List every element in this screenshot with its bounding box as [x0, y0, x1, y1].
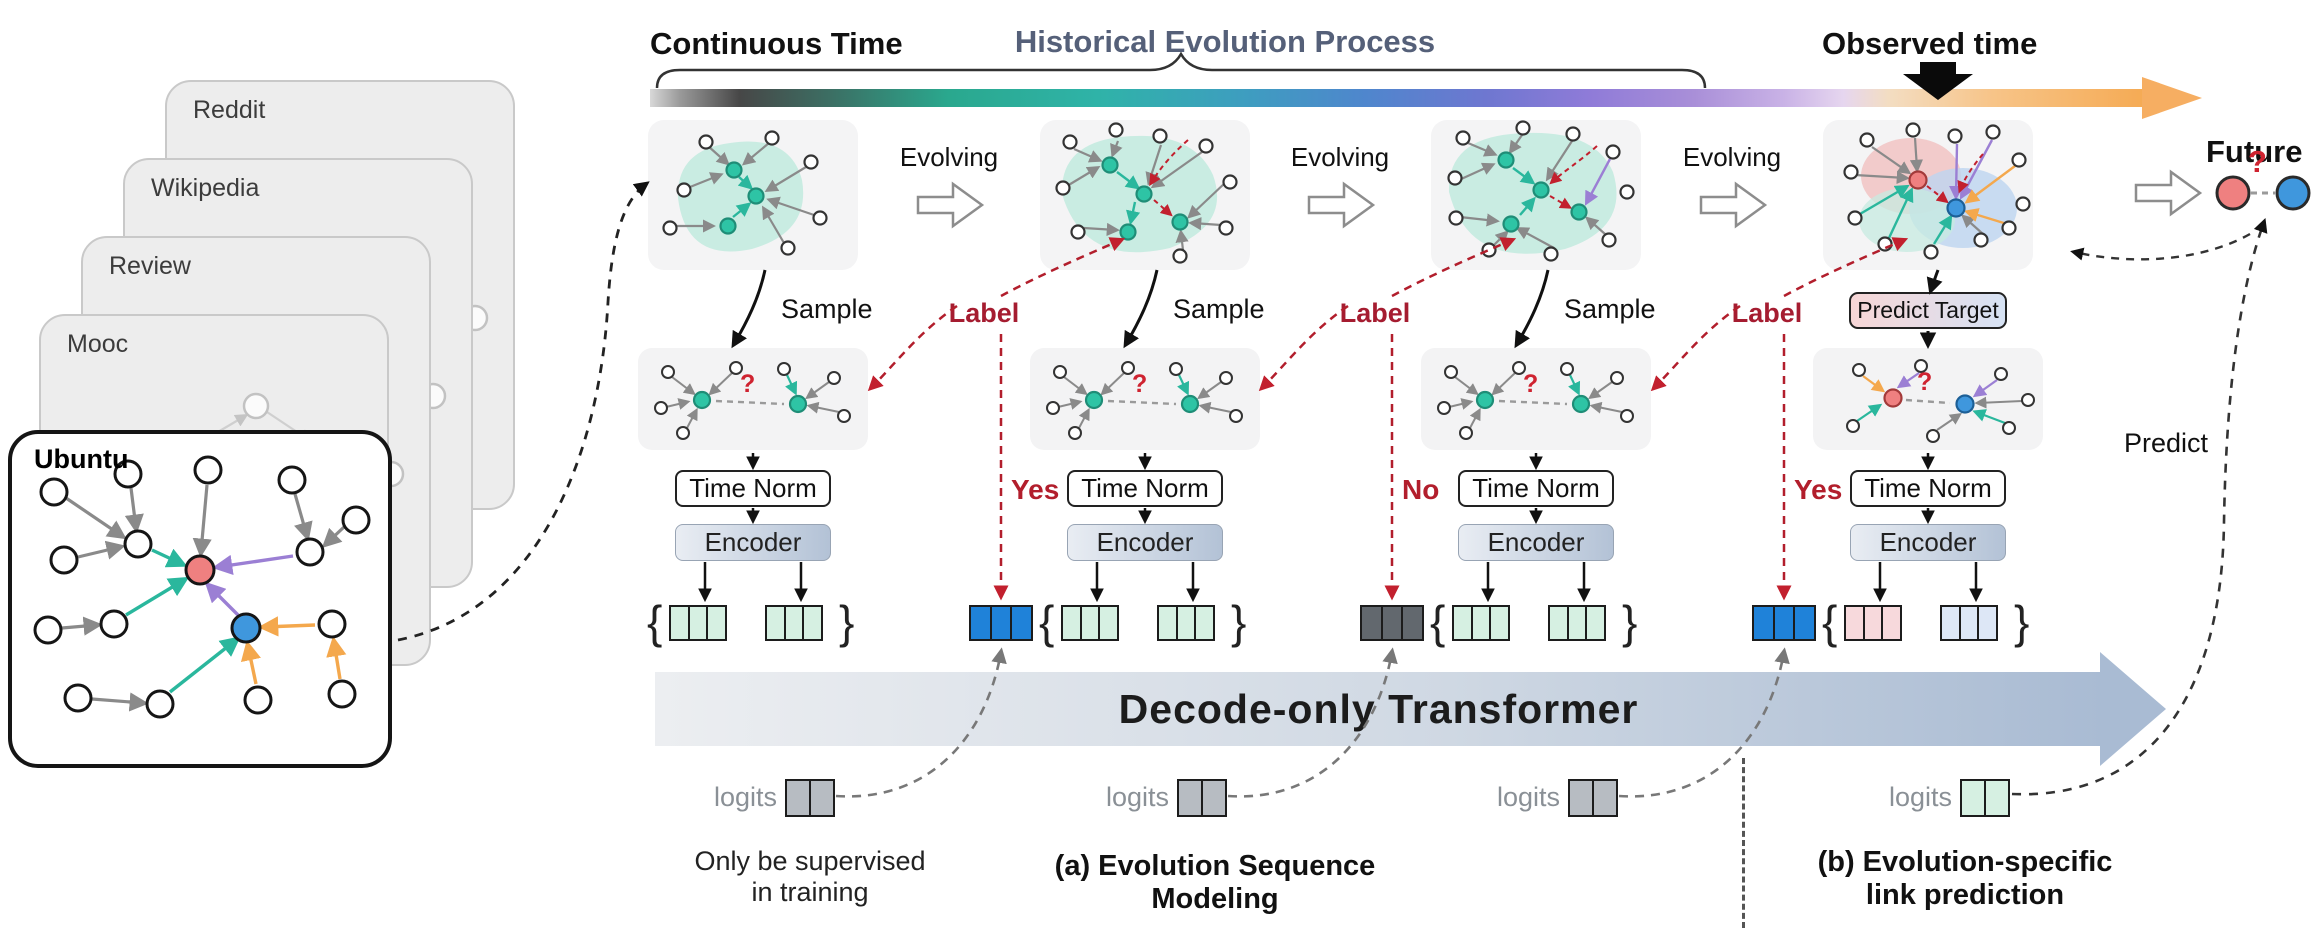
- evolving-label: Evolving: [899, 142, 999, 172]
- snapshot-column-2: Sample ? Time Norm Encoder { }: [995, 0, 1295, 946]
- brace-close: }: [839, 596, 855, 648]
- snapshot-column-1: Sample ? Time Norm Encoder { }: [603, 0, 903, 946]
- sample-label: Sample: [1564, 294, 1656, 324]
- red-node: [1908, 170, 1928, 190]
- logits-label: logits: [713, 782, 777, 812]
- label-token-gray: [1360, 605, 1424, 641]
- token-group: [1548, 605, 1606, 641]
- question-mark: ?: [1132, 370, 1147, 398]
- future-title: Future: [2206, 134, 2303, 169]
- encoder-box: Encoder: [675, 524, 831, 561]
- token-group: [1157, 605, 1215, 641]
- caption-a: (a) Evolution Sequence Modeling: [1054, 850, 1376, 915]
- blue-node: [230, 612, 262, 644]
- brace-open: {: [1822, 596, 1838, 648]
- dataset-label: Review: [109, 252, 191, 280]
- evolution-graph-2: [1040, 120, 1250, 270]
- dataset-label: Ubuntu: [34, 444, 129, 474]
- evolving-arrow-icon: [1307, 181, 1376, 229]
- evolving-arrow-icon: [916, 181, 985, 229]
- token-group: [1452, 605, 1510, 641]
- brace-open: {: [647, 596, 663, 648]
- logits-cells: [1177, 779, 1227, 817]
- brace-close: }: [1622, 596, 1638, 648]
- sampled-subgraph-1: ?: [638, 348, 868, 450]
- transformer-arrowhead-icon: [2100, 652, 2166, 766]
- evolving-label: Evolving: [1290, 142, 1390, 172]
- logits-cells: [785, 779, 835, 817]
- evolution-graph-1: [648, 120, 858, 270]
- evolution-graph-4-observed: [1823, 120, 2033, 270]
- evolution-graph-3: [1431, 120, 1641, 270]
- future-arrow-icon: [2134, 169, 2203, 217]
- verdict-no: No: [1402, 474, 1440, 505]
- timeline-arrowhead-icon: [2142, 77, 2202, 119]
- time-norm-box: Time Norm: [1850, 470, 2006, 507]
- red-node: [1883, 388, 1903, 408]
- time-gradient-axis: [650, 89, 2142, 107]
- dataset-card-ubuntu: Ubuntu: [8, 430, 392, 768]
- predict-label: Predict: [2124, 428, 2209, 458]
- brace-open: {: [1430, 596, 1446, 648]
- section-divider: [1742, 758, 1745, 928]
- sample-label: Sample: [781, 294, 873, 324]
- brace-open: {: [1039, 596, 1055, 648]
- time-norm-box: Time Norm: [1458, 470, 1614, 507]
- encoder-box: Encoder: [1458, 524, 1614, 561]
- token-group-target: [1844, 605, 1902, 641]
- verdict-yes: Yes: [1794, 474, 1843, 505]
- dataset-label: Wikipedia: [151, 174, 260, 202]
- supervised-note: Only be supervised in training: [694, 846, 926, 907]
- brace-close: }: [1231, 596, 1247, 648]
- token-group: [765, 605, 823, 641]
- logits-label: logits: [1888, 782, 1952, 812]
- caption-b: (b) Evolution-specific link prediction: [1817, 846, 2113, 911]
- blue-node: [1946, 198, 1966, 218]
- label-token-blue: [1752, 605, 1816, 641]
- red-node: [184, 554, 216, 586]
- time-norm-box: Time Norm: [1067, 470, 1223, 507]
- logits-label: logits: [1496, 782, 1560, 812]
- sample-label: Sample: [1173, 294, 1265, 324]
- label-token-blue: [969, 605, 1033, 641]
- verdict-yes: Yes: [1011, 474, 1060, 505]
- question-mark: ?: [1523, 370, 1538, 398]
- predict-target-arrow: [2070, 232, 2251, 261]
- encoder-box: Encoder: [1067, 524, 1223, 561]
- snapshot-column-4-observed: Predict Target ? Time Norm Encoder {: [1778, 0, 2078, 946]
- dataset-label: Reddit: [193, 96, 266, 124]
- time-norm-box: Time Norm: [675, 470, 831, 507]
- logits-label: logits: [1105, 782, 1169, 812]
- dataset-label: Mooc: [67, 330, 129, 358]
- label-text: Label: [948, 298, 1020, 328]
- predict-target-box: Predict Target: [1849, 292, 2007, 329]
- evolving-label: Evolving: [1682, 142, 1782, 172]
- logits-cells: [1960, 779, 2010, 817]
- question-mark: ?: [740, 370, 755, 398]
- encoder-box: Encoder: [1850, 524, 2006, 561]
- sampled-subgraph-3: ?: [1421, 348, 1651, 450]
- sampled-subgraph-4: ?: [1813, 348, 2043, 450]
- observed-time-title: Observed time: [1822, 26, 2038, 61]
- label-text: Label: [1731, 298, 1803, 328]
- blue-node: [1955, 394, 1975, 414]
- token-group: [1061, 605, 1119, 641]
- question-mark: ?: [1917, 368, 1932, 396]
- evolving-arrow-icon: [1699, 181, 1768, 229]
- label-text: Label: [1339, 298, 1411, 328]
- brace-close: }: [2014, 596, 2030, 648]
- future-blue-node: [2275, 175, 2311, 211]
- logits-cells: [1568, 779, 1618, 817]
- future-red-node: [2215, 175, 2251, 211]
- sampled-subgraph-2: ?: [1030, 348, 1260, 450]
- ubuntu-graph: [33, 455, 371, 719]
- token-group: [669, 605, 727, 641]
- snapshot-column-3: Sample ? Time Norm Encoder { }: [1386, 0, 1686, 946]
- token-group-target: [1940, 605, 1998, 641]
